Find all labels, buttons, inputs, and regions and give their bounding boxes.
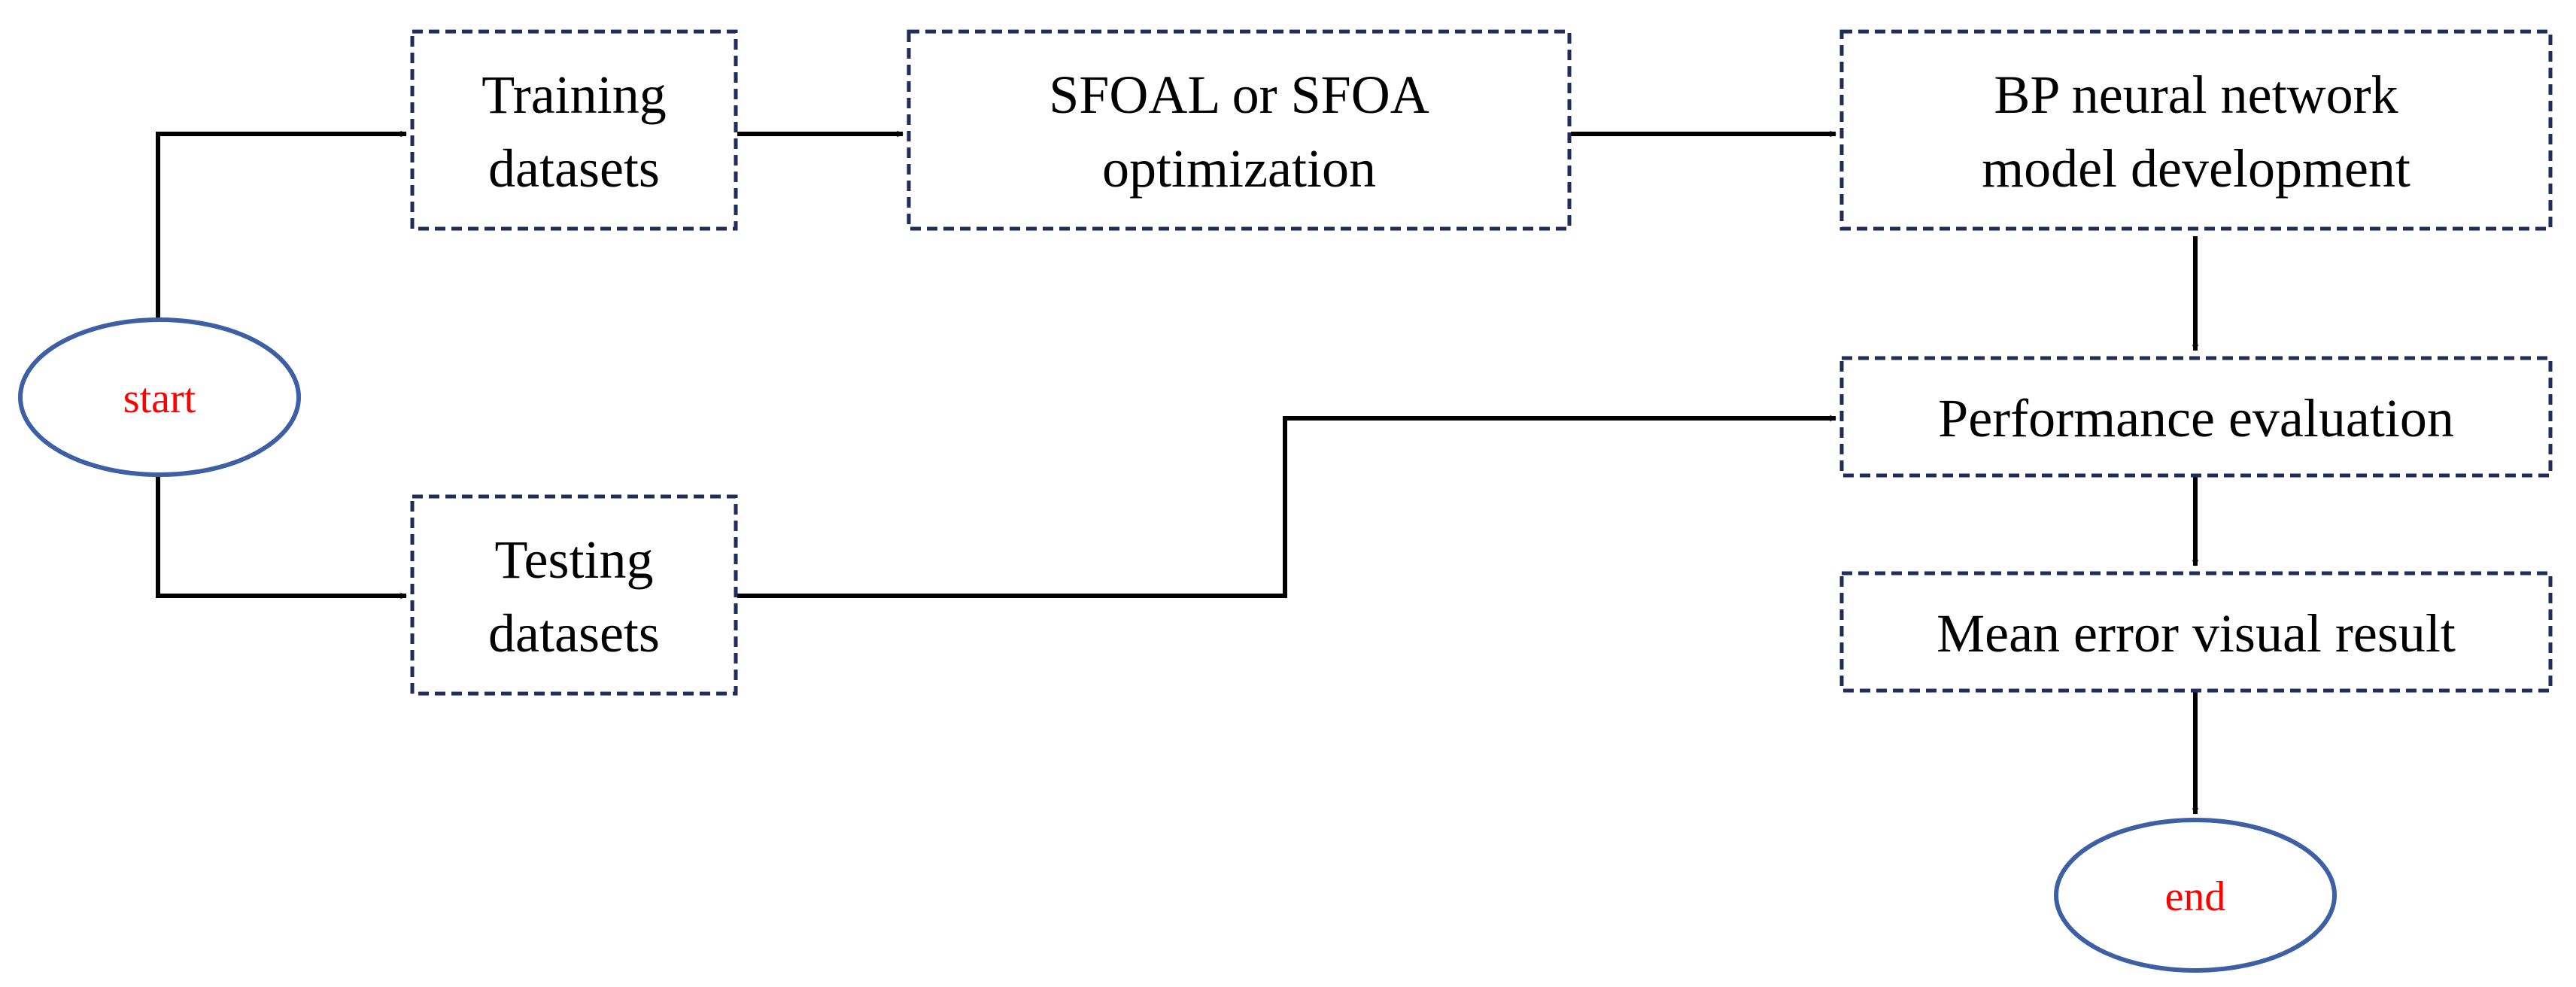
- optimization-label-line-1: SFOAL or SFOA: [1049, 65, 1429, 125]
- mean-error-box: Mean error visual result: [1839, 571, 2553, 693]
- bp-model-box: BP neural network model development: [1839, 29, 2553, 231]
- training-label-line-2: datasets: [488, 138, 660, 199]
- training-datasets-box: Training datasets: [410, 29, 738, 231]
- arrow-testing-to-performance: [737, 415, 1836, 598]
- start-node: start: [18, 317, 301, 477]
- start-label: start: [123, 375, 196, 422]
- mean-error-label: Mean error visual result: [1937, 603, 2456, 664]
- performance-evaluation-box: Performance evaluation: [1839, 356, 2553, 478]
- testing-label-line-1: Testing: [495, 530, 654, 590]
- end-node: end: [2054, 818, 2337, 973]
- bp-model-label-line-1: BP neural network: [1994, 65, 2398, 125]
- connectors: [156, 130, 2199, 815]
- testing-label-line-2: datasets: [488, 603, 660, 664]
- optimization-label-line-2: optimization: [1102, 138, 1376, 199]
- performance-label: Performance evaluation: [1938, 388, 2454, 448]
- bp-model-label-line-2: model development: [1982, 138, 2410, 199]
- arrow-start-to-testing: [156, 472, 407, 600]
- arrow-start-to-training: [156, 130, 407, 322]
- training-label-line-1: Training: [481, 65, 666, 125]
- end-label: end: [2165, 873, 2226, 920]
- optimization-box: SFOAL or SFOA optimization: [907, 29, 1572, 231]
- testing-datasets-box: Testing datasets: [410, 494, 738, 696]
